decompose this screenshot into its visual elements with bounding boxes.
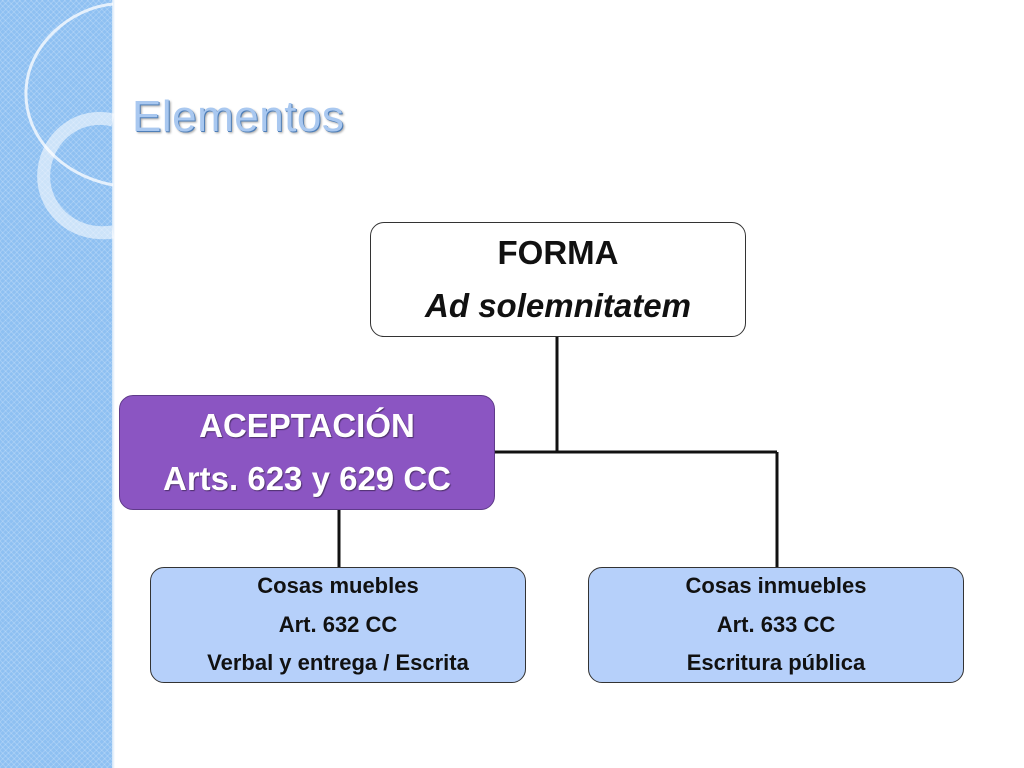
decorative-rings [24,2,115,240]
aceptacion-box: ACEPTACIÓN Arts. 623 y 629 CC [119,395,495,510]
inmuebles-article: Art. 633 CC [716,611,836,637]
band-edge [112,0,115,768]
inner-ring-arc [37,112,115,240]
forma-subtitle: Ad solemnitatem [425,286,691,324]
aceptacion-label: ACEPTACIÓN [199,406,415,444]
aceptacion-articles: Arts. 623 y 629 CC [163,459,451,497]
cosas-muebles-box: Cosas muebles Art. 632 CC Verbal y entre… [150,567,526,683]
muebles-article: Art. 632 CC [278,611,398,637]
muebles-label: Cosas muebles [257,573,419,599]
outer-ring-arc [24,2,114,187]
cosas-inmuebles-box: Cosas inmuebles Art. 633 CC Escritura pú… [588,567,964,683]
forma-label: FORMA [497,233,619,271]
inmuebles-label: Cosas inmuebles [685,573,867,599]
inmuebles-form: Escritura pública [686,650,866,676]
muebles-form: Verbal y entrega / Escrita [207,650,469,676]
slide-title: Elementos [132,92,345,141]
left-decorative-band [0,0,113,768]
forma-box: FORMA Ad solemnitatem [370,222,746,337]
